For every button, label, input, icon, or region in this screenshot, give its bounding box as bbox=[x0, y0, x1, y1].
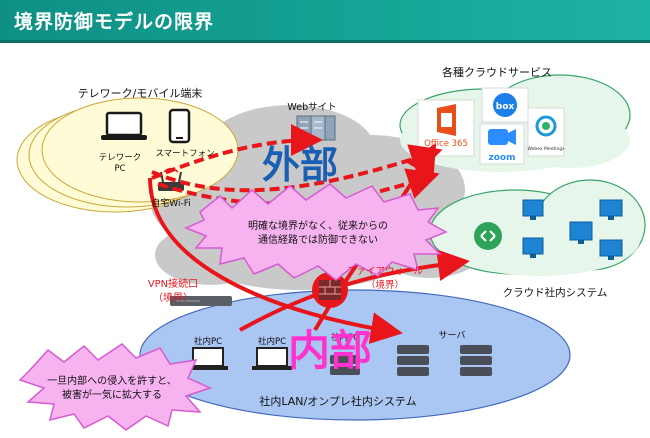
inside-label: 内部 bbox=[288, 326, 372, 375]
title-bar: 境界防御モデルの限界 bbox=[0, 0, 650, 43]
vm-cube-icons bbox=[522, 199, 623, 260]
smartphone-label: スマートフォン bbox=[155, 149, 214, 159]
webex-label: Webex Meetings bbox=[527, 146, 565, 152]
burst-outside-line2: 通信経路では防御できない bbox=[258, 233, 378, 246]
vpn-label-line1: VPN接続口 bbox=[148, 277, 198, 290]
burst-inside-line2: 被害が一気に拡大する bbox=[62, 388, 162, 401]
internal-pc-icons bbox=[188, 347, 292, 370]
page-title: 境界防御モデルの限界 bbox=[14, 11, 215, 33]
internal-pc-label-1: 社内PC bbox=[194, 336, 222, 347]
laptop-icon bbox=[101, 111, 147, 140]
firewall-label-line1: ファイアウォール bbox=[347, 266, 424, 277]
router-icon bbox=[474, 222, 502, 250]
server-rack-icons bbox=[330, 345, 492, 376]
internal-pc-label-3: 社内PC bbox=[331, 332, 359, 343]
office365-label: Office 365 bbox=[424, 139, 468, 149]
zoom-label: zoom bbox=[489, 153, 516, 163]
burst-inside-line1: 一旦内部への侵入を許すと、 bbox=[47, 374, 177, 387]
lan-label: 社内LAN/オンプレ社内システム bbox=[259, 394, 416, 408]
office365-tile: Office 365 bbox=[417, 99, 475, 157]
vpn-label-line2: （境界） bbox=[153, 291, 193, 304]
smartphone-icon bbox=[168, 108, 191, 144]
warning-burst-inside bbox=[18, 343, 213, 431]
outside-label: 外部 bbox=[262, 143, 338, 187]
zoom-tile: zoom bbox=[479, 123, 525, 165]
burst-outside-line1: 明確な境界がなく、従来からの bbox=[248, 219, 388, 232]
telework-label: テレワーク/モバイル端末 bbox=[78, 86, 203, 100]
website-label: Webサイト bbox=[287, 102, 336, 113]
web-server-icon bbox=[296, 115, 336, 141]
firewall-label-line2: （境界） bbox=[366, 279, 404, 291]
vpn-gateway-icon bbox=[170, 296, 232, 306]
webex-tile: Webex Meetings bbox=[527, 107, 565, 157]
cloud-services-label: 各種クラウドサービス bbox=[442, 65, 552, 79]
home-wifi-label: 自宅Wi-Fi bbox=[151, 197, 190, 209]
cloud-internal-label: クラウド社内システム bbox=[503, 286, 608, 299]
firewall-icon bbox=[312, 272, 348, 308]
internal-pc-label-2: 社内PC bbox=[258, 336, 286, 347]
server-label: サーバ bbox=[439, 330, 466, 341]
warning-burst-outside bbox=[184, 183, 448, 281]
box-tile: box bbox=[481, 87, 529, 123]
telework-pc-label: テレワーク bbox=[99, 153, 142, 163]
box-label: box bbox=[496, 102, 515, 112]
telework-pc-label2: PC bbox=[114, 164, 125, 174]
